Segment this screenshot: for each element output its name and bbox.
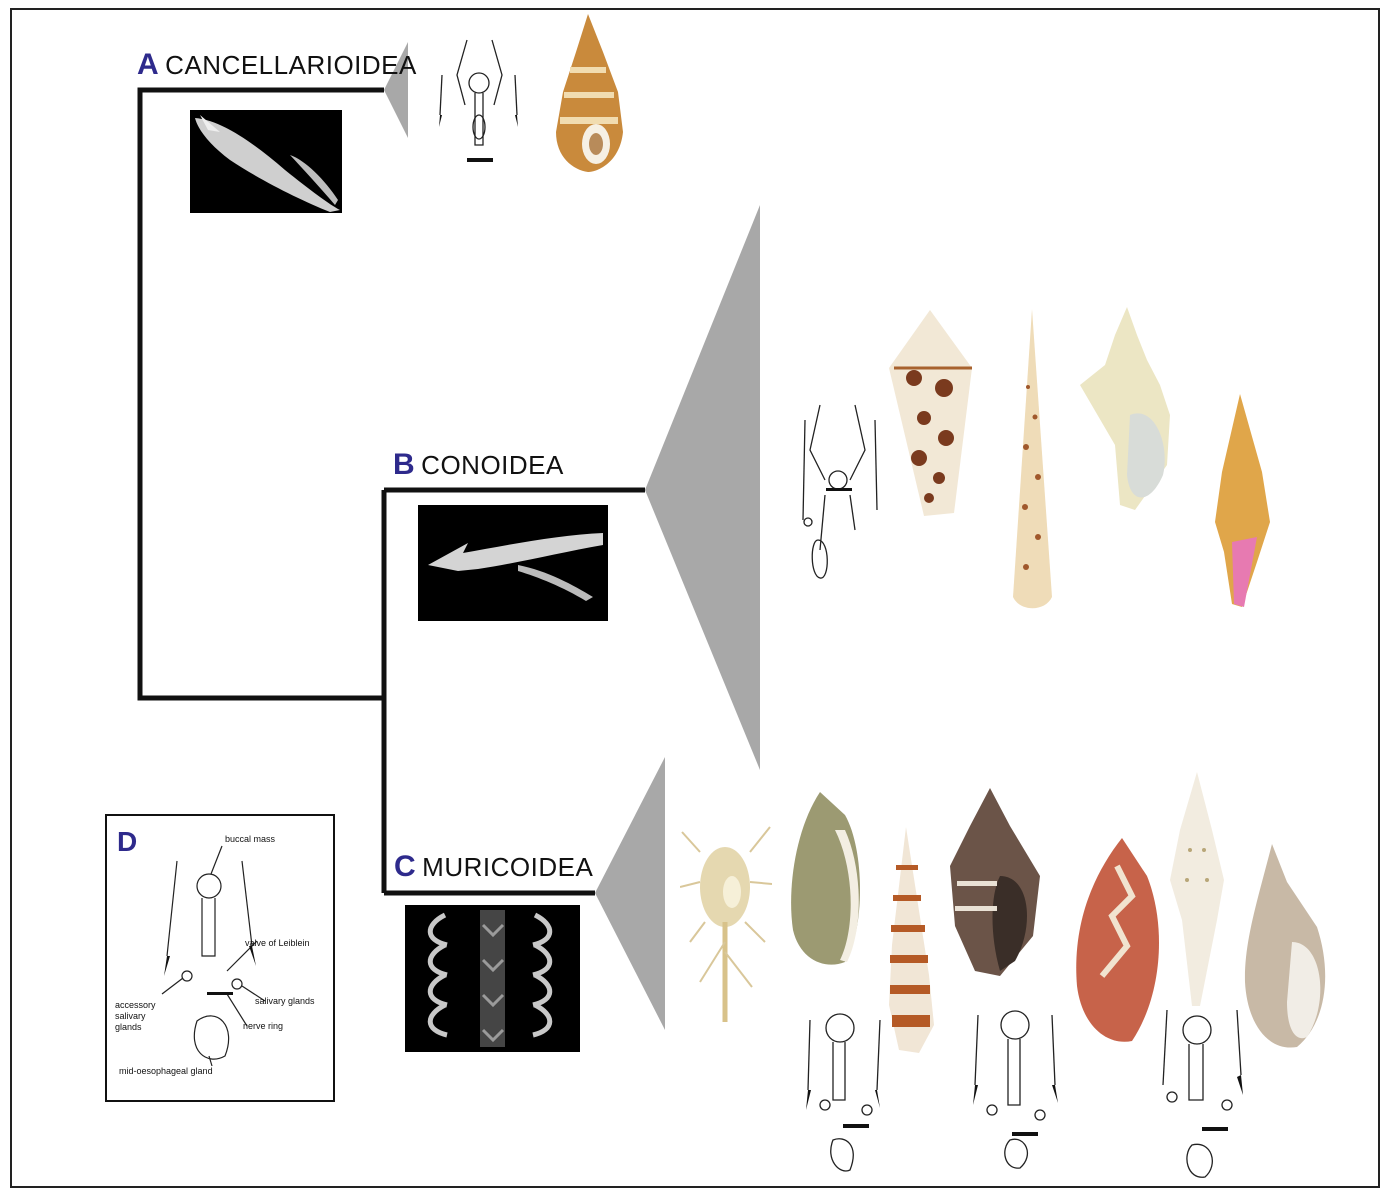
clade-letter-b: B — [393, 448, 415, 481]
panel-d-anatomy-drawing — [107, 816, 337, 1104]
anatomy-drawing-conoidea — [800, 400, 880, 580]
panel-d-label-nerve-ring: nerve ring — [243, 1021, 283, 1031]
shell-voluta — [1072, 836, 1164, 1044]
clade-name-b: CONOIDEA — [421, 450, 564, 480]
shell-murex — [680, 812, 772, 1024]
anatomy-drawing-muricoidea-3 — [1157, 1005, 1247, 1180]
sem-image-cancellarioidea — [190, 110, 342, 213]
clade-name-a: CANCELLARIOIDEA — [165, 50, 417, 80]
panel-d-label-valve-of-leiblein: valve of Leiblein — [245, 938, 310, 948]
shell-white-fusinus — [1162, 770, 1232, 1008]
shell-terebra — [1010, 307, 1055, 617]
sem-image-conoidea — [418, 505, 608, 621]
anatomy-drawing-cancellarioidea — [437, 35, 522, 175]
anatomy-drawing-muricoidea-2 — [970, 1005, 1060, 1170]
panel-d-label-mid-oesophageal-gland: mid-oesophageal gland — [119, 1066, 213, 1076]
clade-name-c: MURICOIDEA — [422, 852, 593, 882]
panel-d: D buccal mass valve of Leiblein accessor… — [105, 814, 335, 1102]
shell-oliva — [785, 790, 867, 968]
shell-conus — [884, 308, 976, 520]
panel-d-label-accessory-salivary-glands: accessory salivary glands — [115, 1000, 167, 1033]
clade-letter-a: A — [137, 48, 159, 81]
panel-d-label-salivary-glands: salivary glands — [255, 996, 315, 1006]
sem-image-muricoidea — [405, 905, 580, 1052]
clade-letter-c: C — [394, 850, 416, 883]
shell-cancellaria — [548, 12, 628, 174]
anatomy-drawing-muricoidea-1 — [805, 1010, 885, 1175]
shell-pink-turrid — [1212, 392, 1272, 610]
wedge-b — [645, 205, 760, 770]
shell-mitra-striped — [884, 825, 939, 1055]
shell-turrid-white — [1075, 305, 1175, 512]
shell-buccinum — [1242, 842, 1334, 1050]
shell-dark-whelk — [945, 786, 1045, 978]
panel-d-label-buccal-mass: buccal mass — [225, 834, 275, 844]
wedge-c — [595, 757, 665, 1030]
